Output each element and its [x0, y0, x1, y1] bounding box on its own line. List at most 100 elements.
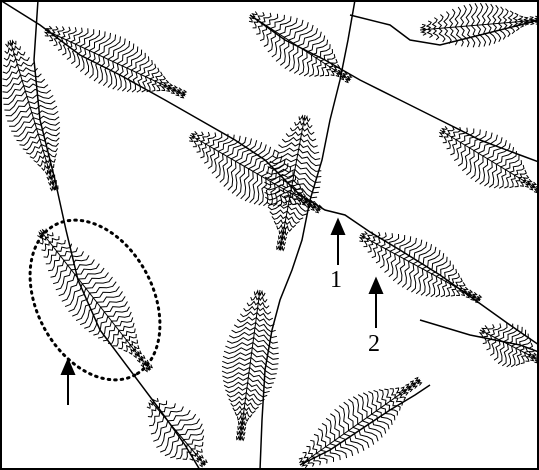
- frond-bottom-right-leaflet: [339, 406, 348, 431]
- frond-bottom-left-leaflet: [191, 442, 203, 449]
- frond-left-upper-leaflet: [14, 52, 25, 56]
- frond-top-left-leaflet: [150, 68, 159, 79]
- arrow-2: [370, 279, 382, 328]
- arrow-1: [332, 220, 344, 265]
- frond-right-leaflet: [532, 182, 536, 186]
- frond-top-center-leaflet: [275, 16, 291, 31]
- frond-top-right-leaflet: [519, 16, 523, 22]
- frond-center-left-leaflet: [218, 135, 234, 152]
- frond-top-left-leaflet: [57, 27, 64, 36]
- frond-bottom-right-leaflet: [353, 397, 362, 421]
- frond-arrow-2-leaflet: [421, 271, 428, 295]
- frond-center-leaflet: [278, 240, 282, 244]
- frond-bottom-center-leaflet: [246, 398, 262, 406]
- frond-bottom-right-leaflet: [344, 402, 353, 427]
- frond-top-right-leaflet: [529, 17, 533, 21]
- frond-top-left-leaflet: [152, 81, 157, 91]
- frond-top-right-leaflet: [488, 24, 496, 44]
- frond-left-upper-leaflet: [3, 59, 15, 67]
- stem-5: [420, 320, 539, 352]
- frond-center-left-leaflet: [192, 131, 197, 136]
- frond-circled-leaflet: [46, 232, 54, 237]
- frond-bottom-center-leaflet: [260, 292, 265, 296]
- frond-circled-leaflet: [108, 307, 130, 317]
- frond-bottom-right-leaflet: [318, 429, 326, 447]
- frond-center-leaflet: [283, 231, 287, 235]
- frond-bottom-center-leaflet: [257, 313, 273, 321]
- frond-left-upper-leaflet: [27, 95, 53, 99]
- frond-center-left-leaflet: [197, 132, 204, 139]
- frond-bottom-center-leaflet: [258, 303, 269, 309]
- frond-top-right-leaflet: [450, 9, 455, 27]
- frond-top-center-leaflet: [325, 67, 330, 76]
- frond-left-upper-leaflet: [45, 153, 57, 157]
- frond-center-leaflet: [304, 123, 313, 128]
- frond-bottom-right: [299, 378, 422, 468]
- frond-left-upper-leaflet: [41, 143, 58, 147]
- arrows: [62, 220, 382, 405]
- frond-right-low-leaflet: [479, 331, 483, 337]
- frond-top-right-leaflet: [524, 21, 528, 25]
- frond-top-center-leaflet: [307, 36, 325, 52]
- frond-right-leaflet: [447, 127, 454, 135]
- frond-arrow-2-leaflet: [402, 261, 409, 287]
- frond-center-leaflet: [277, 246, 281, 250]
- frond-top-right-leaflet: [493, 5, 498, 24]
- frond-bottom-center-leaflet: [242, 426, 246, 430]
- frond-bottom-right-leaflet: [314, 434, 321, 450]
- frond-bottom-center-leaflet: [225, 343, 253, 349]
- frond-right-low-leaflet: [482, 325, 487, 331]
- frond-bottom-center-leaflet: [224, 348, 252, 354]
- frond-arrow-2-leaflet: [362, 231, 367, 236]
- frond-top-center-leaflet: [260, 25, 267, 40]
- frond-top-right-leaflet: [461, 5, 467, 26]
- frond-top-right-leaflet: [433, 18, 438, 29]
- frond-center-leaflet: [272, 154, 298, 159]
- frond-top-right-leaflet: [471, 3, 477, 25]
- frond-bottom-left: [147, 398, 207, 467]
- frond-right-leaflet: [523, 175, 528, 180]
- frond-top-center-leaflet: [302, 32, 321, 49]
- frond-right-leaflet: [475, 156, 483, 182]
- frond-right-leaflet: [489, 164, 497, 187]
- frond-circled-leaflet: [130, 340, 138, 345]
- frond-bottom-right-leaflet: [362, 421, 382, 438]
- frond-bottom-center-leaflet: [240, 312, 257, 317]
- frond-top-right-leaflet: [433, 29, 438, 40]
- frond-bottom-right-leaflet: [303, 452, 308, 460]
- frond-top-right-leaflet: [421, 24, 425, 30]
- frond-right-leaflet: [494, 167, 501, 188]
- frond-top-right-leaflet: [514, 13, 518, 22]
- frond-bottom-center-leaflet: [237, 416, 243, 420]
- frond-top-right-leaflet: [498, 23, 505, 39]
- frond-right-low: [479, 323, 539, 367]
- frond-top-left-leaflet: [52, 26, 58, 33]
- frond-top-center-leaflet: [266, 14, 278, 25]
- frond-left-upper-leaflet: [29, 100, 56, 104]
- frond-top-right-leaflet: [482, 3, 488, 25]
- frond-bottom-center-leaflet: [229, 397, 246, 402]
- frond-arrow-2-leaflet: [364, 239, 369, 247]
- frond-left-upper-leaflet: [17, 62, 33, 66]
- arrow-3: [62, 360, 74, 405]
- frond-top-right-leaflet: [524, 17, 528, 21]
- frond-bottom-right-leaflet: [384, 389, 390, 401]
- frond-bottom-center-leaflet: [251, 296, 259, 300]
- frond-circled-leaflet: [123, 329, 136, 336]
- frond-left-upper-leaflet: [54, 185, 58, 189]
- frond-bottom-right-leaflet: [330, 444, 347, 458]
- frond-circled-leaflet: [60, 248, 77, 256]
- frond-circled-leaflet: [124, 344, 130, 351]
- frond-top-right-leaflet: [482, 25, 491, 46]
- frond-top-center-leaflet: [304, 55, 312, 76]
- frond-arrow-2-leaflet: [456, 289, 460, 296]
- frond-bottom-center-leaflet: [229, 333, 254, 339]
- frond-top-center-leaflet: [257, 12, 264, 19]
- frond-left-upper-leaflet: [3, 70, 19, 80]
- frond-bottom-right-leaflet: [306, 446, 312, 456]
- frond-circled-leaflet: [49, 236, 59, 242]
- frond-top-left-leaflet: [161, 85, 165, 90]
- frond-top-center-leaflet: [280, 40, 289, 65]
- frond-top-left-leaflet: [176, 92, 180, 96]
- frond-top-center-leaflet: [256, 22, 262, 34]
